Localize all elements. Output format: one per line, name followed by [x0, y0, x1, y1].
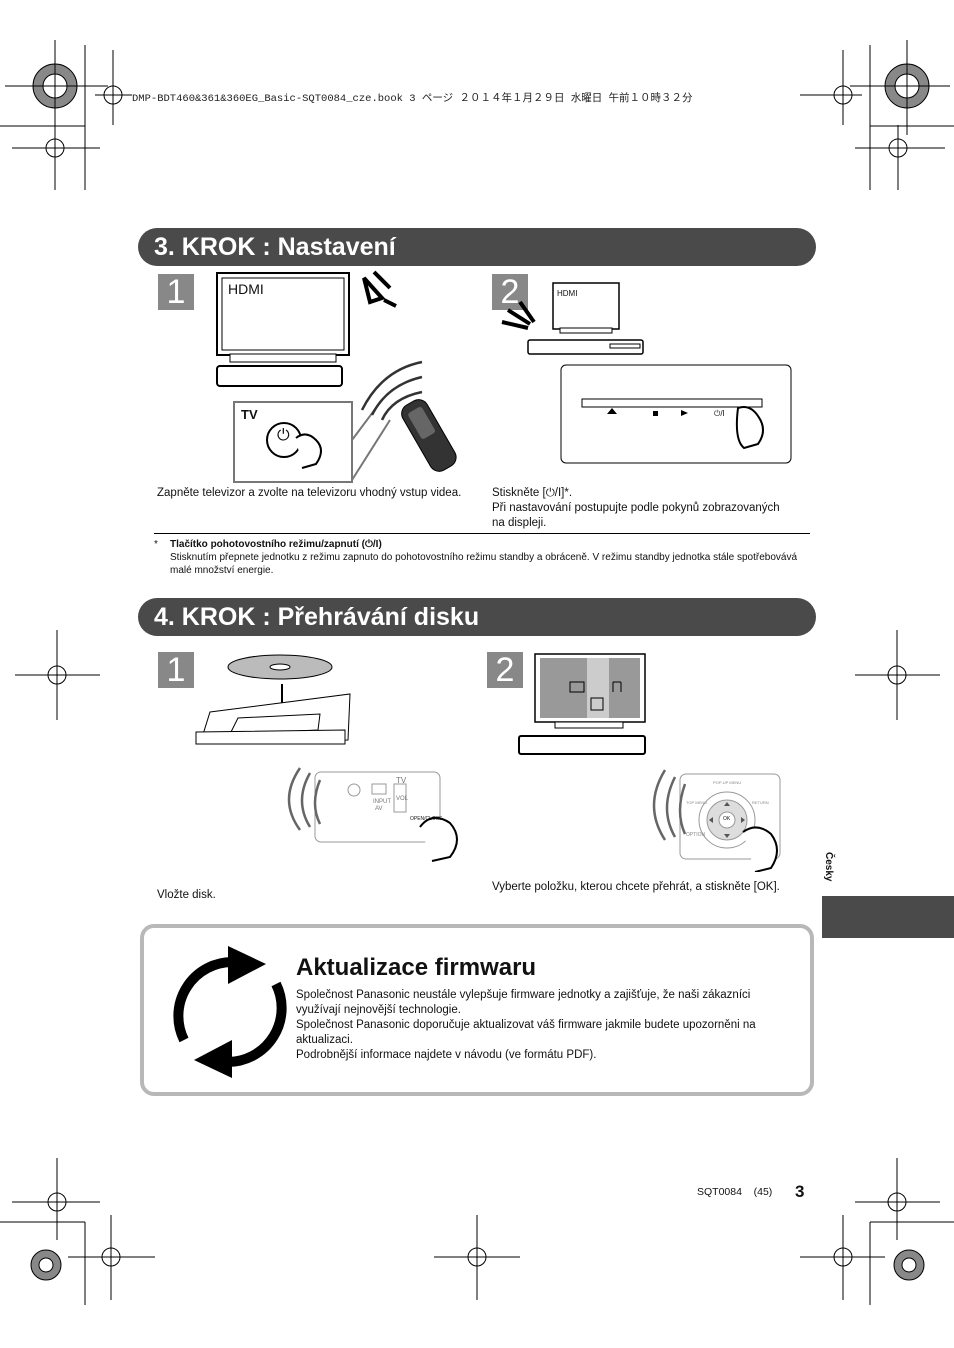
power-button-label: ⏻/I: [714, 409, 725, 418]
ok-button-label: OK: [723, 816, 731, 822]
firmware-title: Aktualizace firmwaru: [296, 954, 537, 981]
section-title-step3: 3. KROK : Nastavení: [138, 228, 816, 266]
step4-panel2-number: 2: [487, 652, 523, 688]
language-label: Česky: [823, 852, 834, 882]
remote-input-label: INPUT: [373, 799, 391, 805]
option-label: OPTION: [686, 832, 706, 838]
page-number: 3: [795, 1182, 805, 1201]
remote-tv-label: TV: [241, 407, 258, 422]
step3-panel1-number: 1: [158, 274, 194, 310]
remote-open-close-label: OPEN/CLOSE: [410, 816, 443, 822]
footnote-text: Stisknutím přepnete jednotku z režimu za…: [170, 552, 798, 576]
footnote: * Tlačítko pohotovostního režimu/zapnutí…: [154, 538, 804, 577]
tv-illustration: [216, 270, 457, 483]
firmware-para1: Společnost Panasonic neustále vylepšuje …: [296, 989, 751, 1016]
refresh-icon: [173, 946, 287, 1078]
firmware-body: Společnost Panasonic neustále vylepšuje …: [296, 988, 796, 1063]
top-menu-label: TOP MENU: [686, 800, 707, 805]
footer-code: SQT0084 (45): [697, 1186, 772, 1198]
footer-sub: (45): [753, 1186, 773, 1198]
step3-caption2: Stiskněte [⏻/I]*. Při nastavování postup…: [492, 486, 792, 531]
popup-menu-label: POP-UP MENU: [713, 780, 742, 785]
header-file-info: DMP-BDT460&361&360EG_Basic-SQT0084_cze.b…: [132, 93, 693, 105]
footnote-title: Tlačítko pohotovostního režimu/zapnutí (…: [170, 539, 382, 550]
step3-panel2-number: 2: [492, 274, 528, 310]
step4-caption1: Vložte disk.: [157, 889, 216, 901]
return-label: RETURN: [752, 800, 769, 805]
disc-insert-illustration: [195, 654, 458, 862]
step3-caption2-line2: Při nastavování postupujte podle pokynů …: [492, 502, 780, 529]
tv-hdmi-label: HDMI: [228, 281, 264, 297]
player-illustration: [501, 282, 792, 464]
remote-vol-label: VOL: [396, 796, 409, 802]
power-icon: ⏻: [277, 427, 290, 444]
side-tab: [822, 896, 954, 938]
firmware-para3: Podrobnější informace najdete v návodu (…: [296, 1049, 597, 1061]
footnote-marker: *: [154, 539, 158, 550]
step3-caption1: Zapněte televizor a zvolte na televizoru…: [157, 487, 462, 499]
firmware-box: [140, 924, 814, 1096]
remote-tv-label-2: TV: [396, 776, 407, 785]
tv-small-hdmi-label: HDMI: [557, 289, 578, 298]
section-title-step4: 4. KROK : Přehrávání disku: [138, 598, 816, 636]
step3-caption2-line1: Stiskněte [⏻/I]*.: [492, 487, 573, 499]
footnote-divider: [154, 533, 810, 534]
firmware-para2: Společnost Panasonic doporučuje aktualiz…: [296, 1019, 756, 1046]
menu-select-illustration: [518, 653, 781, 872]
step4-caption2: Vyberte položku, kterou chcete přehrát, …: [492, 881, 780, 893]
step4-panel1-number: 1: [158, 652, 194, 688]
footer-doc-code: SQT0084: [697, 1186, 742, 1198]
remote-av-label: AV: [375, 806, 383, 812]
